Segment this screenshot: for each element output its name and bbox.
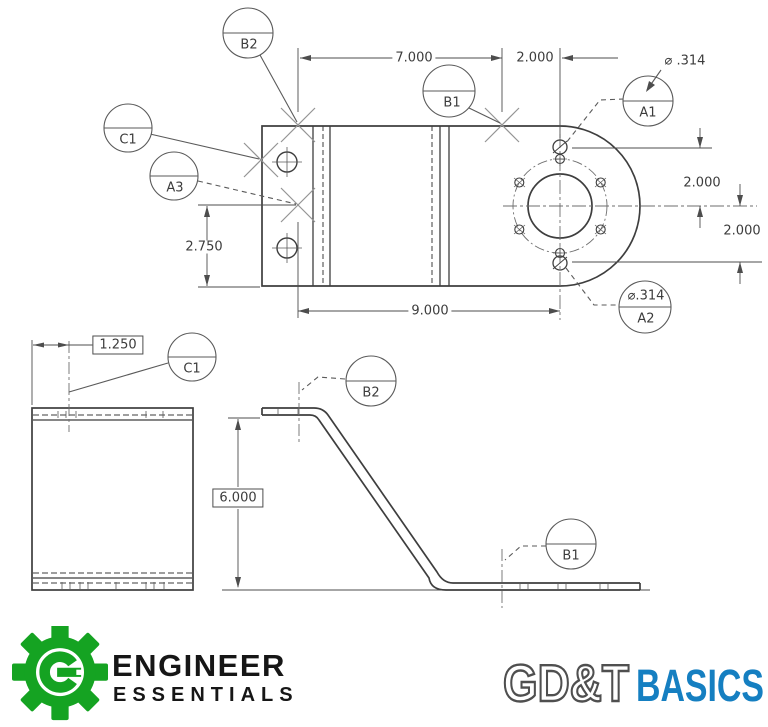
dimension-arrowheads	[33, 55, 743, 588]
dim-height-2750: 2.750	[182, 240, 226, 254]
balloon-label-a3: A3	[166, 180, 184, 196]
balloon-label-b1-front: B1	[562, 548, 580, 564]
balloon-label-b1: B1	[443, 95, 461, 111]
balloon-label-a1: A1	[639, 105, 657, 121]
balloon-label-a2: A2	[637, 311, 655, 327]
dim-length-9000: 9.000	[408, 304, 452, 318]
dim-hole-dia-top: ⌀ .314	[664, 53, 706, 69]
datum-target-balloons-top	[103, 7, 674, 334]
dim-width-7000: 7.000	[392, 51, 436, 65]
side-view	[31, 332, 217, 591]
dim-spacing-2000-lower: 2.000	[723, 223, 761, 239]
datum-target-x-marks	[243, 107, 520, 223]
balloon-label-b2-front: B2	[362, 385, 380, 401]
top-view-dimension-lines	[198, 48, 762, 318]
engineer-essentials-gear-icon	[12, 626, 108, 721]
balloon-label-c1: C1	[119, 132, 137, 148]
front-view	[222, 355, 650, 608]
gdt-basics-logo: GD&T BASICS	[502, 654, 764, 710]
dim-hole-dia-bottom: ⌀.314	[627, 288, 665, 304]
gdt-outline-text: GD&T	[503, 655, 629, 710]
engineering-drawing-linework	[31, 7, 762, 608]
basics-text: BASICS	[636, 660, 764, 710]
engineer-essentials-wordmark-line2: ESSENTIALS	[113, 684, 299, 706]
basic-dim-1250: 1.250	[92, 335, 144, 355]
dim-offset-2000: 2.000	[513, 51, 557, 65]
top-view-part-outline	[261, 125, 641, 287]
engineer-essentials-wordmark-line1: ENGINEER	[112, 648, 286, 683]
dim-spacing-2000-upper: 2.000	[683, 175, 721, 191]
top-view-holes	[272, 134, 757, 320]
balloon-label-b2: B2	[240, 37, 258, 53]
balloon-label-c1-side: C1	[183, 361, 201, 377]
basic-dim-6000: 6.000	[212, 488, 264, 508]
